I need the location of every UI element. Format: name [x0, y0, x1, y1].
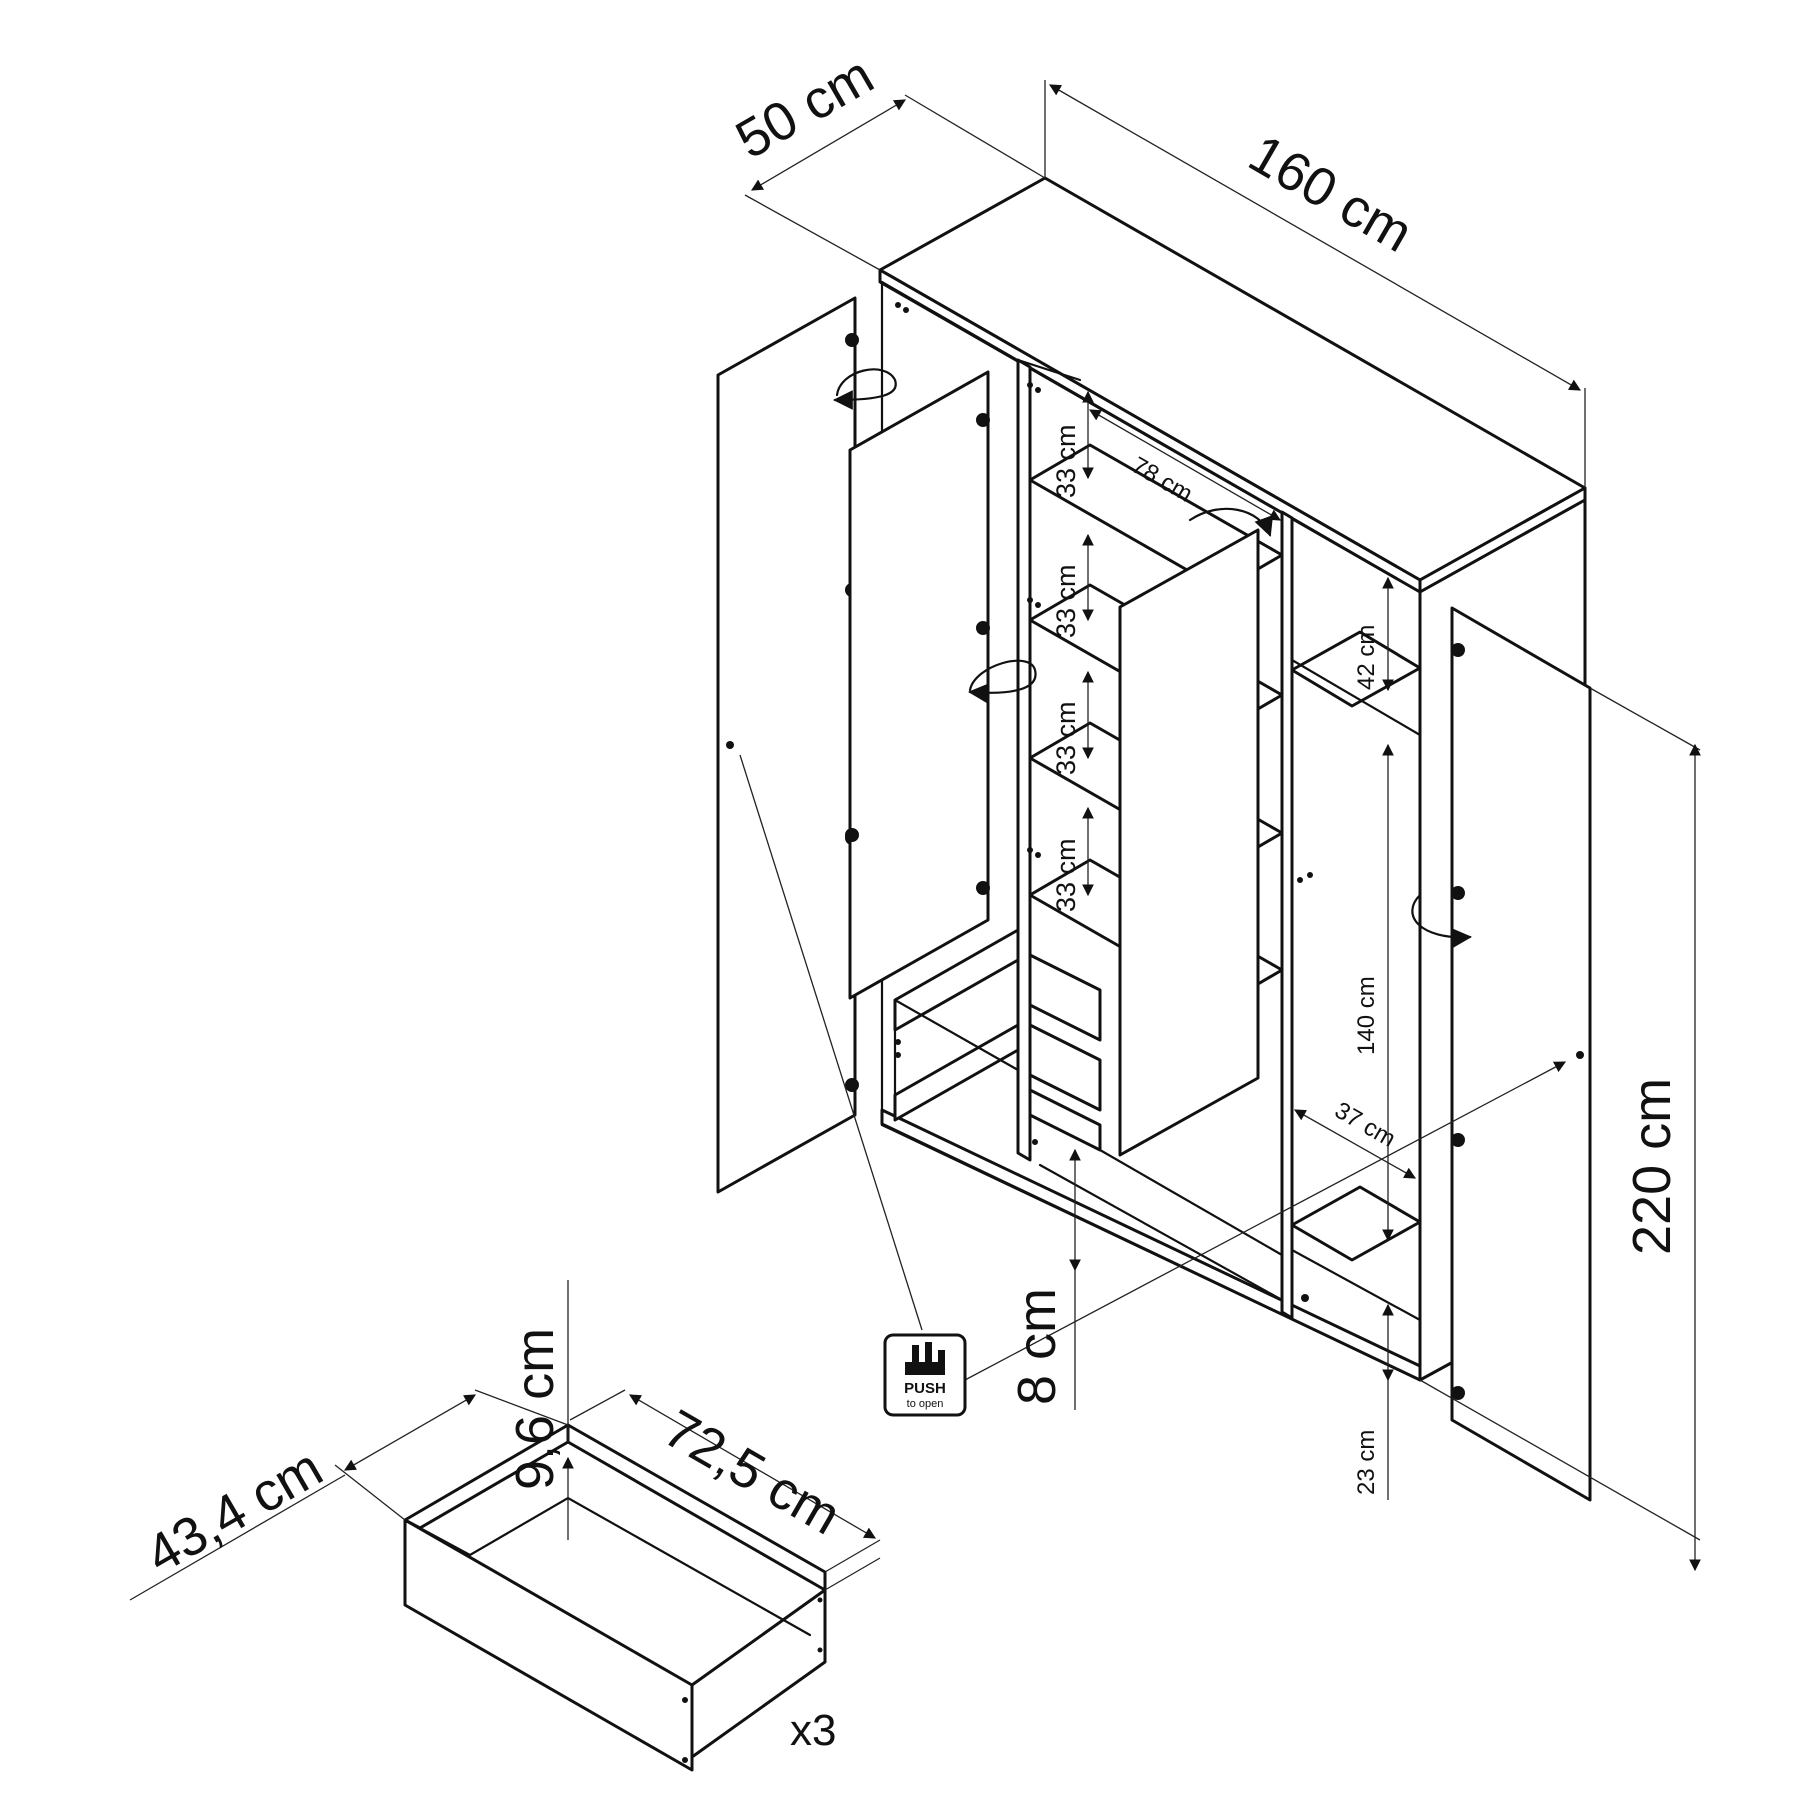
push-point — [726, 741, 734, 749]
shelf-spacing-label-3: 33 cm — [1051, 701, 1081, 775]
height-label: 220 cm — [1622, 1078, 1682, 1255]
plinth-label: 8 cm — [1007, 1288, 1067, 1405]
door-middle-left — [845, 370, 990, 1000]
shelf-spacing-label-4: 33 cm — [1051, 838, 1081, 912]
swing-arrow-2 — [968, 659, 1037, 704]
width-label: 160 cm — [1239, 123, 1422, 264]
top-compartment-label: 42 cm — [1353, 625, 1380, 690]
dimension-lines — [739, 80, 1701, 1572]
width-dimension-line — [1048, 84, 1582, 391]
pin-holes — [895, 302, 1313, 1302]
left-base-shelf — [893, 1023, 1020, 1122]
right-shelves — [1290, 630, 1422, 1322]
left-bottom-compartment — [893, 928, 1020, 1122]
drawer-height-label: 9,6 cm — [505, 1328, 565, 1490]
door-left-panel — [716, 296, 857, 1194]
left-divider — [1016, 358, 1032, 1162]
right-divider — [1280, 510, 1294, 1320]
vertical-dividers — [1016, 358, 1422, 1320]
left-bottom-shelf — [893, 928, 1020, 1032]
depth-label: 50 cm — [726, 45, 883, 170]
inner-drawer-2 — [1028, 1023, 1102, 1112]
drawer-right-side — [690, 1588, 827, 1759]
swing-arrow-4 — [1411, 893, 1472, 948]
door-center-panel — [1118, 528, 1260, 1157]
hanging-height-label: 140 cm — [1353, 976, 1380, 1055]
drawer-quantity-label: x3 — [790, 1706, 836, 1755]
push-to-open-badge: PUSH to open — [883, 1333, 967, 1417]
drawer-length-label: 72,5 cm — [654, 1398, 850, 1546]
shelf-spacing-label-1: 33 cm — [1051, 424, 1081, 498]
push-sublabel: to open — [907, 1398, 944, 1410]
hand-icon — [905, 1342, 945, 1375]
door-right — [1450, 606, 1592, 1502]
inner-drawer-1 — [1028, 953, 1102, 1042]
drawer-dimension-lines — [129, 1280, 881, 1601]
push-label: PUSH — [904, 1380, 946, 1397]
shelf-spacing-label-2: 33 cm — [1051, 564, 1081, 638]
door-left — [716, 296, 859, 1194]
middle-drawers — [1028, 953, 1284, 1302]
door-middle-left-panel — [848, 370, 990, 1000]
drawer-front — [403, 1518, 694, 1772]
door-center — [1118, 528, 1260, 1157]
right-bottom-shelf — [1290, 1185, 1422, 1262]
depth-dimension-line — [750, 99, 907, 191]
swing-arrow-1 — [833, 368, 897, 410]
bottom-compartment-label: 23 cm — [1353, 1430, 1380, 1495]
inner-depth-label: 37 cm — [1330, 1097, 1400, 1153]
door-right-panel — [1450, 606, 1592, 1502]
drawer-depth-label: 43,4 cm — [136, 1437, 332, 1585]
